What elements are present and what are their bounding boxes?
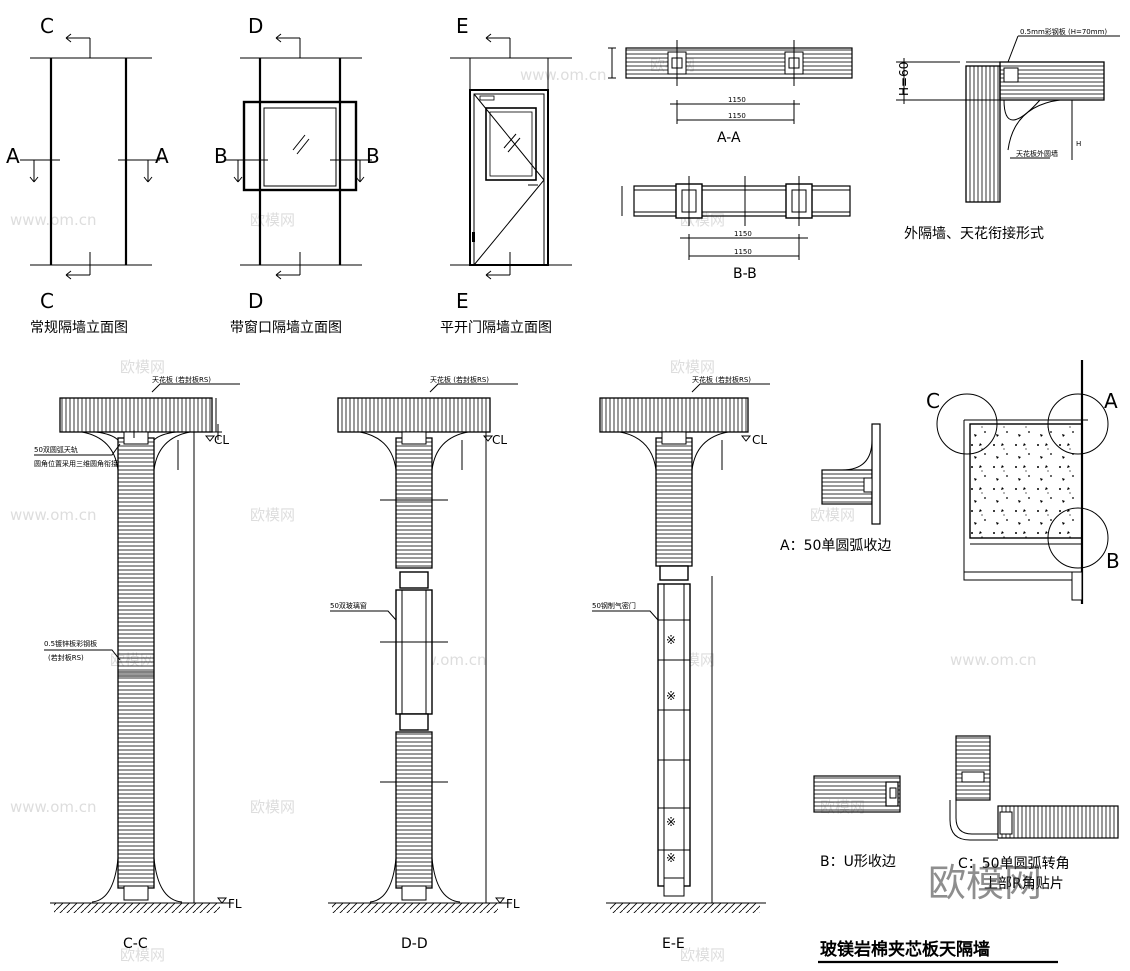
side-mark-right: A <box>155 144 169 168</box>
junction-side-label: H <box>1076 140 1081 148</box>
watermark-url: www.om.cn <box>10 798 97 816</box>
watermark-brand: 欧模网 <box>670 358 715 376</box>
caption-door-elevation: 平开门隔墙立面图 <box>440 320 552 336</box>
corner-mark-b: B <box>1106 549 1120 573</box>
junction-detail: 0.5mm彩钢板 (H=70mm) H=60 H 天花板外圆墙 外隔墙、天花衔接… <box>896 27 1120 242</box>
corner-mark-a: A <box>1104 389 1118 413</box>
watermark-url: www.om.cn <box>520 66 607 84</box>
cl-mark: CL <box>214 433 229 447</box>
section-cc: 天花板 (若封板RS) CL FL 50双圆弧天轨 圆角位置采用三维圆角衔接 0… <box>34 375 242 952</box>
caption-detail-c-line1: C：50单圆弧转角 <box>958 856 1070 872</box>
side-mark-left: B <box>214 144 228 168</box>
cl-mark: CL <box>752 433 767 447</box>
watermark-brand: 欧模网 <box>120 946 165 964</box>
section-bb: 1150 1150 B-B <box>621 176 851 282</box>
side-mark-left: A <box>6 144 20 168</box>
section-mark-top: D <box>248 14 263 38</box>
watermark-url: www.om.cn <box>950 651 1037 669</box>
caption-detail-c-line2: 上部R角贴片 <box>984 876 1064 892</box>
section-dd: 天花板 (若封板RS) CL FL 50双玻璃窗 D-D <box>328 375 520 952</box>
junction-top-note: 0.5mm彩钢板 (H=70mm) <box>1020 27 1107 36</box>
section-label-aa: A-A <box>717 130 741 146</box>
svg-text:※: ※ <box>666 689 676 703</box>
dimension-text: 1150 <box>734 230 752 238</box>
cove-note-1: 50双圆弧天轨 <box>34 445 78 454</box>
corner-mark-c: C <box>926 389 940 413</box>
caption-detail-b: B：U形收边 <box>820 854 896 870</box>
panel-note-1: 0.5镀锌板彩钢板 <box>44 639 97 648</box>
section-label-cc: C-C <box>123 936 148 952</box>
detail-c: C：50单圆弧转角 上部R角贴片 <box>949 735 1119 892</box>
ceiling-panel-note: 天花板 (若封板RS) <box>692 375 751 384</box>
dimension-text: 1150 <box>734 248 752 256</box>
caption-detail-a: A：50单圆弧收边 <box>780 538 891 554</box>
caption-plain-elevation: 常规隔墙立面图 <box>30 320 128 336</box>
caption-window-elevation: 带窗口隔墙立面图 <box>230 319 342 336</box>
section-mark-top: C <box>40 14 54 38</box>
watermark-brand: 欧模网 <box>250 211 295 229</box>
fl-mark: FL <box>506 897 520 911</box>
section-aa: 1150 1150 A-A <box>608 40 853 146</box>
elevation-window: D D B B 带窗口隔墙立面图 <box>214 14 380 336</box>
detail-b: B：U形收边 <box>813 775 901 870</box>
svg-text:※: ※ <box>666 815 676 829</box>
section-mark-top: E <box>456 14 469 38</box>
watermark-brand: 欧模网 <box>120 358 165 376</box>
watermark-brand: 欧模网 <box>250 798 295 816</box>
cl-mark: CL <box>492 433 507 447</box>
watermark-brand: 欧模网 <box>680 946 725 964</box>
section-mark-bottom: D <box>248 289 263 313</box>
section-mark-bottom: E <box>456 289 469 313</box>
fl-mark: FL <box>228 897 242 911</box>
elevation-plain: C C A A 常规隔墙立面图 <box>6 14 169 336</box>
watermark-url: www.om.cn <box>10 211 97 229</box>
detail-a: A：50单圆弧收边 <box>780 423 891 554</box>
watermark-brand: 欧模网 <box>250 506 295 524</box>
caption-junction: 外隔墙、天花衔接形式 <box>904 225 1044 242</box>
window-note: 50双玻璃窗 <box>330 601 367 610</box>
door-note: 50钢制气密门 <box>592 601 636 610</box>
side-mark-right: B <box>366 144 380 168</box>
svg-text:※: ※ <box>666 851 676 865</box>
corner-plan: C A B <box>926 360 1120 604</box>
cove-note-2: 圆角位置采用三维圆角衔接 <box>34 459 118 468</box>
dimension-text: 1150 <box>728 96 746 104</box>
section-label-bb: B-B <box>733 266 757 282</box>
dimension-text: 1150 <box>728 112 746 120</box>
section-mark-bottom: C <box>40 289 54 313</box>
brand-watermark-large: 欧模网 <box>928 861 1042 905</box>
panel-note-2: (若封板RS) <box>48 653 84 662</box>
section-label-ee: E-E <box>662 936 685 952</box>
section-ee: ※ ※ ※ ※ 天花板 (若封板RS) CL 50钢制气密门 E-E <box>592 375 770 952</box>
watermark-layer: 欧模网 欧模网 欧模网 www.om.cn www.om.cn 欧模网 欧模网 … <box>10 56 1037 964</box>
junction-height-label: H=60 <box>897 62 911 96</box>
section-label-dd: D-D <box>401 936 428 952</box>
svg-text:※: ※ <box>666 633 676 647</box>
ceiling-panel-note: 天花板 (若封板RS) <box>430 375 489 384</box>
watermark-url: www.om.cn <box>10 506 97 524</box>
elevation-door: E E 平开门隔墙立面图 <box>440 14 572 336</box>
drawing-main-title: 玻镁岩棉夹芯板天隔墙 <box>820 939 990 960</box>
junction-lower-note: 天花板外圆墙 <box>1016 149 1058 158</box>
ceiling-panel-note: 天花板 (若封板RS) <box>152 375 211 384</box>
watermark-brand: 欧模网 <box>810 506 855 524</box>
